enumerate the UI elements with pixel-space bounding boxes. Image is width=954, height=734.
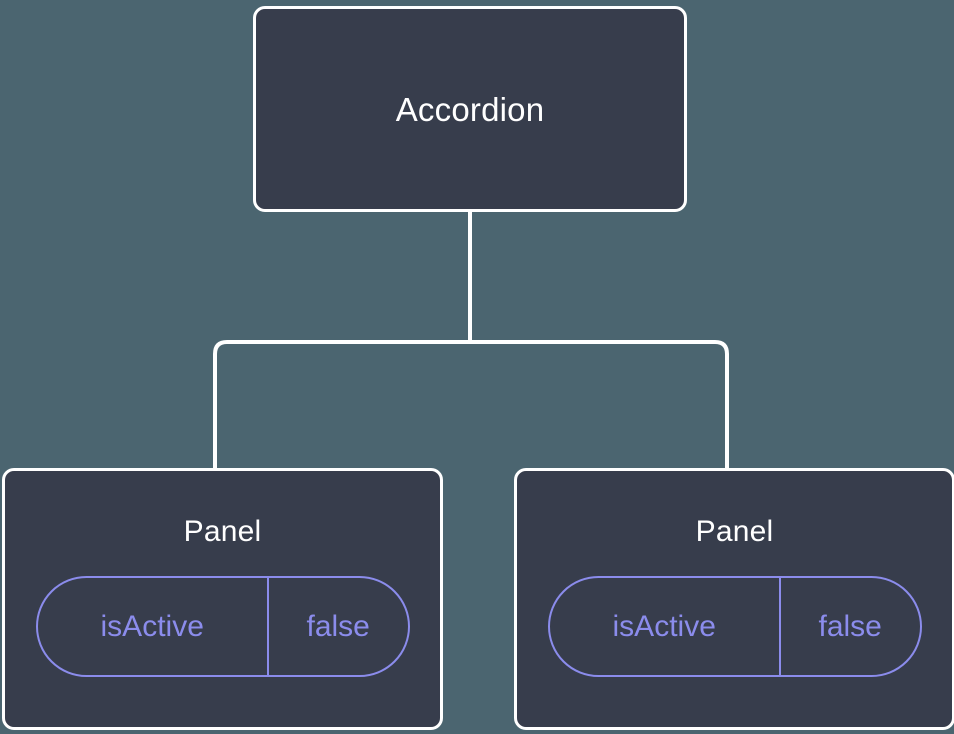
prop-value-isactive: false [306, 609, 370, 643]
prop-value-isactive: false [818, 609, 882, 643]
node-panel-right-label: Panel [695, 515, 774, 548]
edge-accordion-to-panel-left [213, 340, 470, 470]
edge-accordion-to-panel-right [470, 340, 729, 470]
prop-key-isactive: isActive [550, 578, 781, 675]
prop-key-isactive: isActive [38, 578, 269, 675]
node-panel-left[interactable]: Panel isActive false [2, 468, 443, 730]
prop-pill-panel-left[interactable]: isActive false [35, 576, 410, 677]
node-accordion-label: Accordion [395, 90, 545, 128]
prop-pill-panel-right[interactable]: isActive false [547, 576, 922, 677]
node-accordion[interactable]: Accordion [253, 6, 687, 212]
node-panel-left-label: Panel [183, 515, 262, 548]
node-panel-right[interactable]: Panel isActive false [514, 468, 954, 730]
